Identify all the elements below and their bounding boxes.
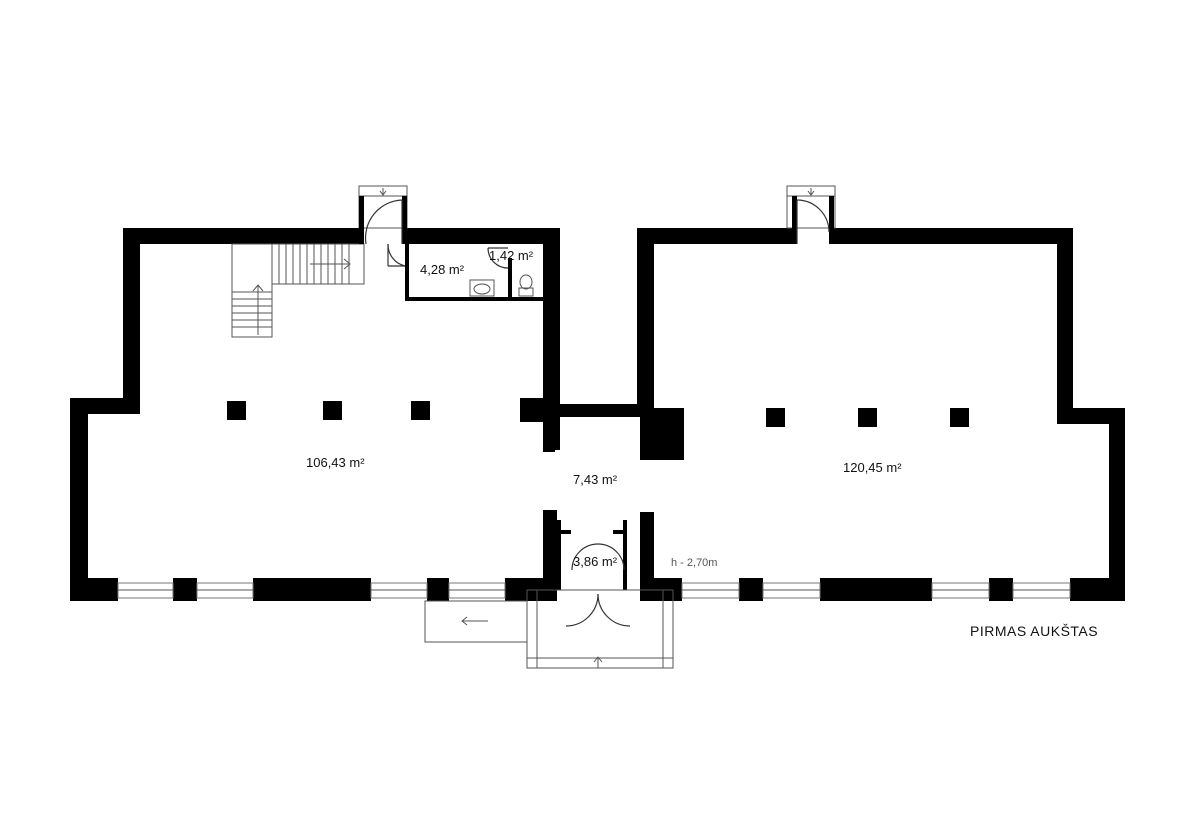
wc-area: 1,42 m² bbox=[489, 248, 534, 263]
floor-title: PIRMAS AUKŠTAS bbox=[970, 623, 1098, 639]
corridor-area: 7,43 m² bbox=[573, 472, 618, 487]
left-building-walls bbox=[70, 228, 560, 601]
right-building-walls bbox=[637, 228, 1125, 601]
ceiling-height-label: h - 2,70m bbox=[671, 557, 717, 569]
right-windows bbox=[681, 582, 1071, 599]
right-back-entrance bbox=[786, 185, 836, 244]
left-back-entrance bbox=[358, 185, 408, 245]
right-hall-area: 120,45 m² bbox=[843, 460, 902, 475]
left-windows bbox=[117, 582, 506, 599]
left-hall-area: 106,43 m² bbox=[306, 455, 365, 470]
corridor-walls bbox=[520, 398, 684, 460]
columns bbox=[227, 401, 969, 427]
vestibule-area: 3,86 m² bbox=[573, 554, 618, 569]
vestibule bbox=[557, 520, 631, 627]
front-porch bbox=[424, 589, 674, 669]
staircase bbox=[231, 243, 365, 338]
service-rooms bbox=[387, 243, 546, 301]
kitchenette-area: 4,28 m² bbox=[420, 262, 465, 277]
